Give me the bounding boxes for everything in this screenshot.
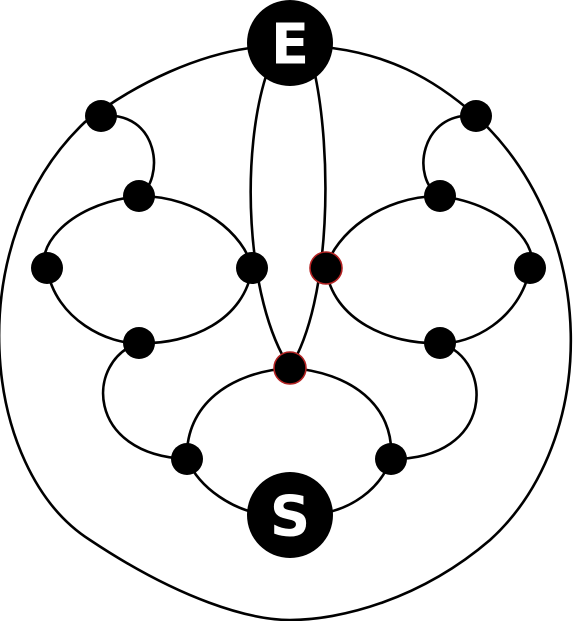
- left-loop-edge: [137, 194, 254, 270]
- node-highlighted: [309, 251, 343, 285]
- lower-left-arc: [101, 341, 189, 461]
- node-highlighted: [273, 351, 307, 385]
- right-loop-edge: [324, 266, 442, 345]
- node: [31, 252, 63, 284]
- bottom-loop-edge: [185, 366, 292, 461]
- node: [171, 443, 203, 475]
- outer-ring-edge: [0, 114, 573, 621]
- node: [460, 100, 492, 132]
- node: [123, 180, 155, 212]
- bottom-loop-edge: [288, 366, 393, 461]
- start-node: S: [247, 472, 333, 558]
- right-loop-edge: [324, 194, 442, 270]
- right-loop-edge: [438, 194, 534, 270]
- node: [424, 327, 456, 359]
- node: [514, 252, 546, 284]
- end-label: E: [271, 13, 309, 78]
- center-ellipse-left: [249, 68, 292, 370]
- node: [375, 443, 407, 475]
- outer-ring-edge: [330, 46, 478, 118]
- node: [424, 180, 456, 212]
- left-loop-edge: [137, 266, 254, 345]
- start-label: S: [270, 485, 310, 550]
- node: [123, 327, 155, 359]
- node: [85, 100, 117, 132]
- end-node: E: [247, 0, 333, 86]
- left-loop-edge: [45, 266, 141, 345]
- node: [236, 252, 268, 284]
- lower-right-arc: [389, 341, 478, 461]
- right-loop-edge: [438, 266, 532, 345]
- center-ellipse-right: [288, 68, 327, 370]
